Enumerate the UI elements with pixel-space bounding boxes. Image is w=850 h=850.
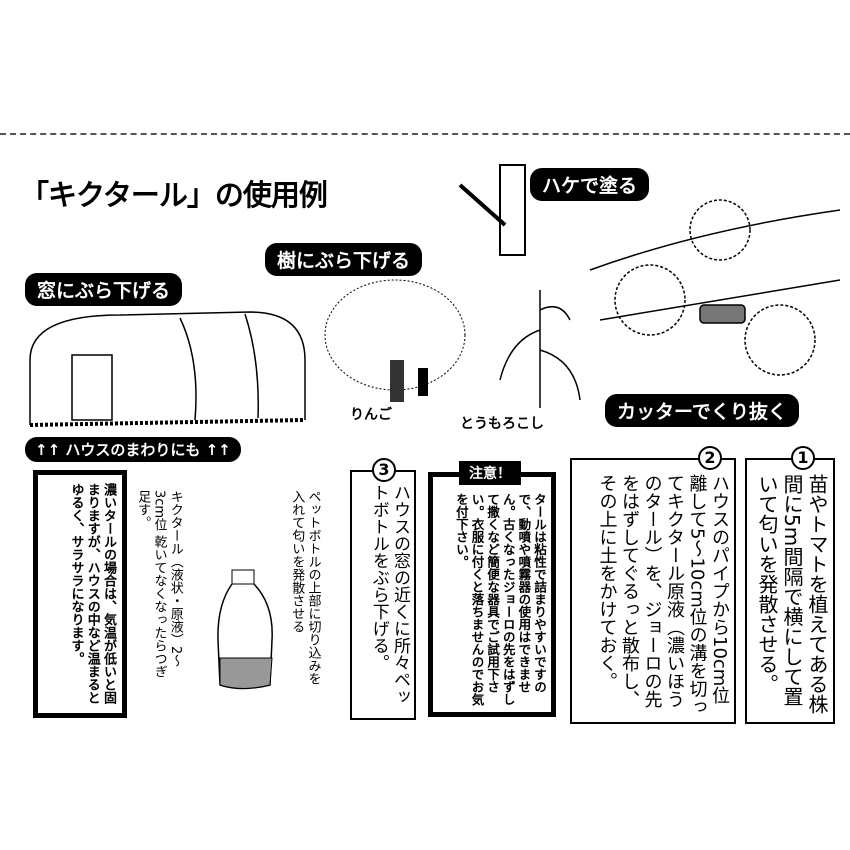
note-left-text: 濃いタールの場合は、気温が低いと固まりますが、ハウスの中など温まるとゆるく、サラ…	[68, 483, 117, 704]
label-apple: りんご	[350, 407, 392, 423]
brush-tree-illustration	[458, 164, 526, 256]
step3-number: 3	[372, 458, 396, 482]
label-tree: 樹にぶら下げる	[265, 243, 423, 276]
apple-tree-illustration	[324, 279, 466, 402]
page-title: 「キクタール」の使用例	[20, 178, 328, 212]
label-window: 窓にぶら下げる	[25, 273, 183, 306]
tomato-plants-illustration	[589, 199, 841, 376]
note-left-box: 濃いタールの場合は、気温が低いと固まりますが、ハウスの中など温まるとゆるく、サラ…	[33, 470, 127, 718]
greenhouse-illustration	[29, 311, 306, 427]
label-cutter: カッターでくり抜く	[605, 394, 799, 427]
step2-number: 2	[698, 446, 722, 470]
bottle-liquid-text: キクタール（液状・原液）2〜3cm位 乾いてなくなったらつぎ足す。	[135, 490, 183, 679]
caution-box: 注意！ タールは粘性で詰まりやすいですので、動噴や噴霧器の使用はできません。古く…	[428, 461, 556, 717]
label-corn: とうもろこし	[460, 416, 544, 432]
step1-box: 1 苗やトマトを植えてある株間に5m間隔で横にして置いて匂いを発散させる。	[745, 446, 835, 724]
corn-illustration	[499, 290, 581, 408]
step1-number: 1	[791, 446, 815, 470]
label-around: ↑↑ ハウスのまわりにも ↑↑	[25, 437, 241, 462]
step3-text: ハウスの窓の近くに所々ペットボトルをぶら下げる。	[368, 484, 410, 705]
step1-text: 苗やトマトを植えてある株間に5m間隔で横にして置いて匂いを発散させる。	[755, 474, 829, 714]
illustrations	[29, 164, 841, 427]
bottle-cut-text: ペットボトルの上部に切り込みを入れて匂いを発散させる	[289, 490, 321, 685]
caution-text: タールは粘性で詰まりやすいですので、動噴や噴霧器の使用はできません。古くなったジ…	[453, 493, 547, 706]
step2-text: ハウスのパイプから10cm位離して5〜10cm位の溝を切ってキクタール原液（濃い…	[596, 474, 731, 716]
label-brush: ハケで塗る	[530, 168, 650, 201]
caution-title: 注意！	[459, 461, 521, 485]
step3-box: 3 ハウスの窓の近くに所々ペットボトルをぶら下げる。	[350, 458, 416, 720]
divider	[0, 133, 850, 135]
bottle-icon	[217, 569, 273, 690]
step2-box: 2 ハウスのパイプから10cm位離して5〜10cm位の溝を切ってキクタール原液（…	[570, 446, 736, 724]
